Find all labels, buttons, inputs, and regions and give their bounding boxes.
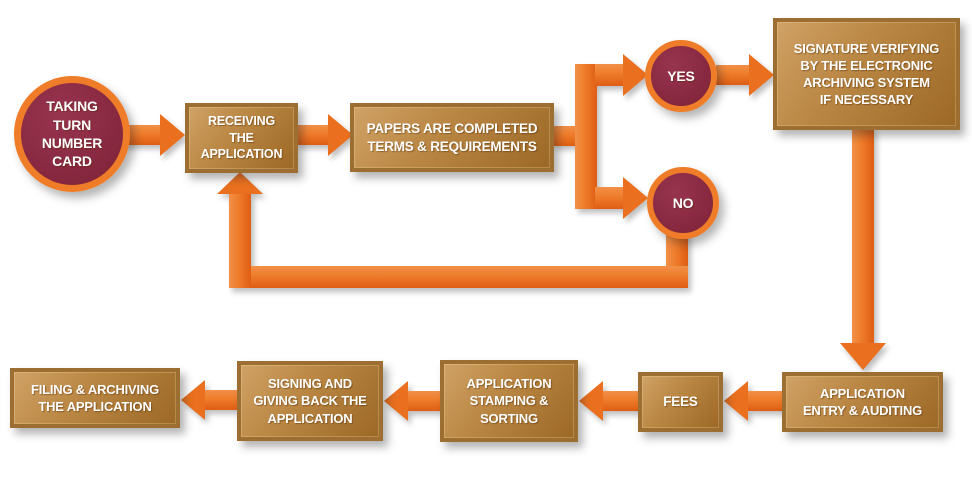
node-label: SIGNING AND GIVING BACK THE APPLICATION [253, 376, 367, 426]
step-signing-giving-back: SIGNING AND GIVING BACK THE APPLICATION [237, 361, 383, 441]
step-signature-verifying: SIGNATURE VERIFYING BY THE ELECTRONIC AR… [773, 18, 960, 130]
node-label: TAKING TURN NUMBER CARD [41, 98, 103, 170]
connector-yes-to-signature [716, 65, 752, 85]
arrowhead-left-icon [181, 380, 205, 420]
arrowhead-right-icon [623, 177, 648, 219]
node-label: APPLICATION STAMPING & SORTING [466, 376, 552, 426]
connector-no-loop-horizontal [229, 266, 688, 288]
connector-branch-to-no [595, 187, 625, 209]
connector-branch-to-yes [595, 64, 625, 86]
arrowhead-left-icon [384, 381, 408, 421]
node-label: FEES [663, 394, 698, 410]
connector-no-loop-up [229, 193, 251, 288]
arrowhead-down-icon [840, 343, 886, 370]
arrowhead-right-icon [160, 114, 185, 156]
step-filing-archiving: FILING & ARCHIVING THE APPLICATION [10, 368, 180, 428]
arrowhead-right-icon [749, 54, 774, 96]
arrowhead-left-icon [724, 381, 748, 421]
arrowhead-up-icon [217, 172, 263, 194]
node-label: APPLICATION ENTRY & AUDITING [802, 385, 923, 418]
connector-receiving-to-papers [296, 125, 330, 145]
step-papers-completed-check: PAPERS ARE COMPLETED TERMS & REQUIREMENT… [350, 103, 554, 172]
connector-fees-to-stamping [601, 391, 640, 411]
connector-branch-vertical [575, 64, 597, 209]
node-label: FILING & ARCHIVING THE APPLICATION [30, 381, 160, 414]
connector-entry-to-fees [746, 391, 784, 411]
node-label: YES [667, 67, 695, 84]
step-receiving-application: RECEIVING THE APPLICATION [185, 103, 298, 173]
arrowhead-left-icon [579, 381, 603, 421]
node-label: NO [672, 194, 694, 211]
step-application-stamping-sorting: APPLICATION STAMPING & SORTING [440, 360, 578, 442]
connector-signature-to-entry [852, 128, 874, 344]
node-label: RECEIVING THE APPLICATION [200, 114, 283, 162]
node-label: SIGNATURE VERIFYING BY THE ELECTRONIC AR… [793, 40, 940, 108]
decision-yes-node: YES [645, 40, 717, 112]
connector-stamping-to-signing [406, 391, 442, 411]
step-fees: FEES [638, 372, 723, 432]
connector-papers-stub [552, 126, 576, 146]
node-label: PAPERS ARE COMPLETED TERMS & REQUIREMENT… [366, 120, 538, 154]
decision-no-node: NO [647, 167, 719, 239]
step-application-entry-auditing: APPLICATION ENTRY & AUDITING [782, 372, 943, 432]
connector-signing-to-filing [203, 390, 239, 410]
start-node-taking-turn-number-card: TAKING TURN NUMBER CARD [14, 76, 130, 192]
